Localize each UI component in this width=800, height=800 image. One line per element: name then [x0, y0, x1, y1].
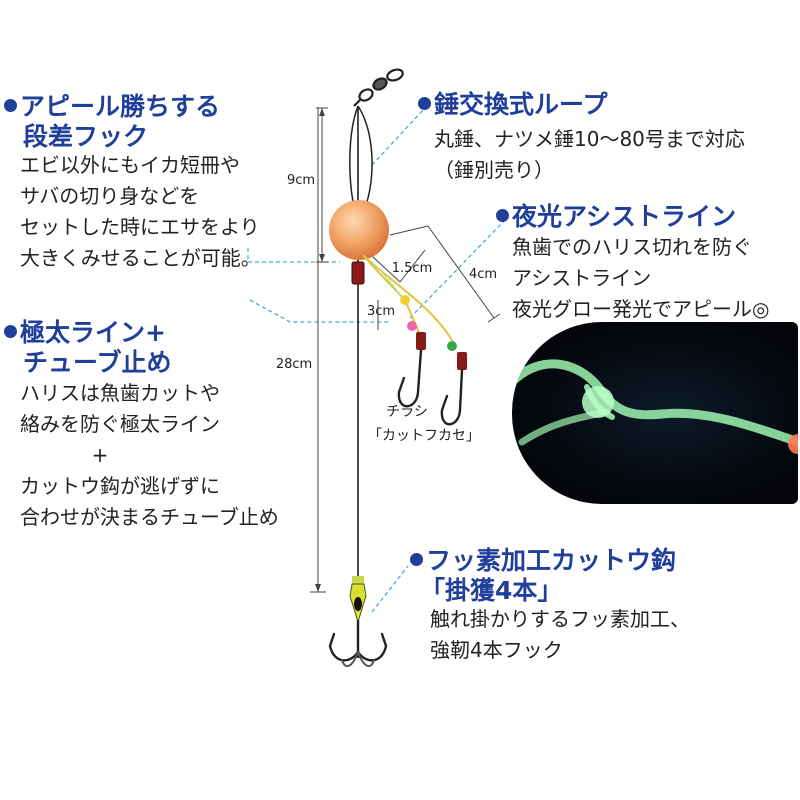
- heading-glow-assist: 夜光アシストライン: [496, 202, 736, 232]
- glow-line-photo: [512, 322, 798, 504]
- bullet-icon: [410, 552, 423, 566]
- dimension-lines: [310, 107, 501, 593]
- swivel-icon: [353, 68, 404, 107]
- leader-right-top: [371, 107, 426, 166]
- sinker-loop: [349, 105, 373, 213]
- bullet-icon: [496, 208, 509, 222]
- bait-label-line1: チラシ: [386, 404, 428, 420]
- dim-label-4cm: 4cm: [469, 267, 497, 282]
- single-hook-icon: [397, 332, 426, 408]
- heading-sinker-loop: 錘交換式ループ: [418, 90, 608, 120]
- dim-label-1-5cm: 1.5cm: [392, 261, 433, 276]
- yellow-bead: [400, 295, 410, 305]
- leader-left-mid: [249, 299, 390, 323]
- body-sinker-loop: 丸錘、ナツメ錘10～80号まで対応 （錘別売り）: [434, 127, 745, 182]
- dim-label-3cm: 3cm: [367, 304, 395, 319]
- dimension-arrows: [315, 108, 325, 592]
- body-step-hook: エビ以外にもイカ短冊や サバの切り身などを セットした時にエサをより 大きくみせ…: [20, 153, 261, 270]
- treble-hook-icon: [328, 576, 388, 668]
- heading-treble-hook: フッ素加工カットウ鈎 「掛獲4本」: [410, 546, 676, 606]
- heading-thick-line: 極太ライン+ チューブ止め: [4, 318, 172, 378]
- dim-label-9cm: 9cm: [287, 173, 315, 188]
- single-hook-icon: [440, 352, 467, 426]
- dim-label-28cm: 28cm: [276, 357, 312, 372]
- body-thick-line: ハリスは魚歯カットや 絡みを防ぐ極太ライン + カットウ鈎が逃げずに 合わせが決…: [20, 381, 279, 529]
- leader-right-bottom: [371, 565, 409, 613]
- leader-right-mid: [409, 219, 506, 319]
- body-treble-hook: 触れ掛かりするフッ素加工、 強靭4本フック: [430, 607, 690, 662]
- sinker-stopper: [351, 261, 365, 285]
- pink-bead: [407, 321, 417, 331]
- bullet-icon: [4, 98, 17, 112]
- bullet-icon: [418, 96, 431, 110]
- leader-lines: [247, 107, 506, 613]
- bait-label-line2: 「カットフカセ」: [368, 428, 480, 444]
- leader-left-top: [247, 248, 340, 263]
- body-glow-assist: 魚歯でのハリス切れを防ぐ アシストライン 夜光グロー発光でアピール◎: [512, 235, 770, 321]
- green-bead: [447, 341, 457, 351]
- sinker-icon: [329, 200, 389, 260]
- bullet-icon: [4, 324, 17, 338]
- heading-step-hook: アピール勝ちする 段差フック: [4, 92, 220, 152]
